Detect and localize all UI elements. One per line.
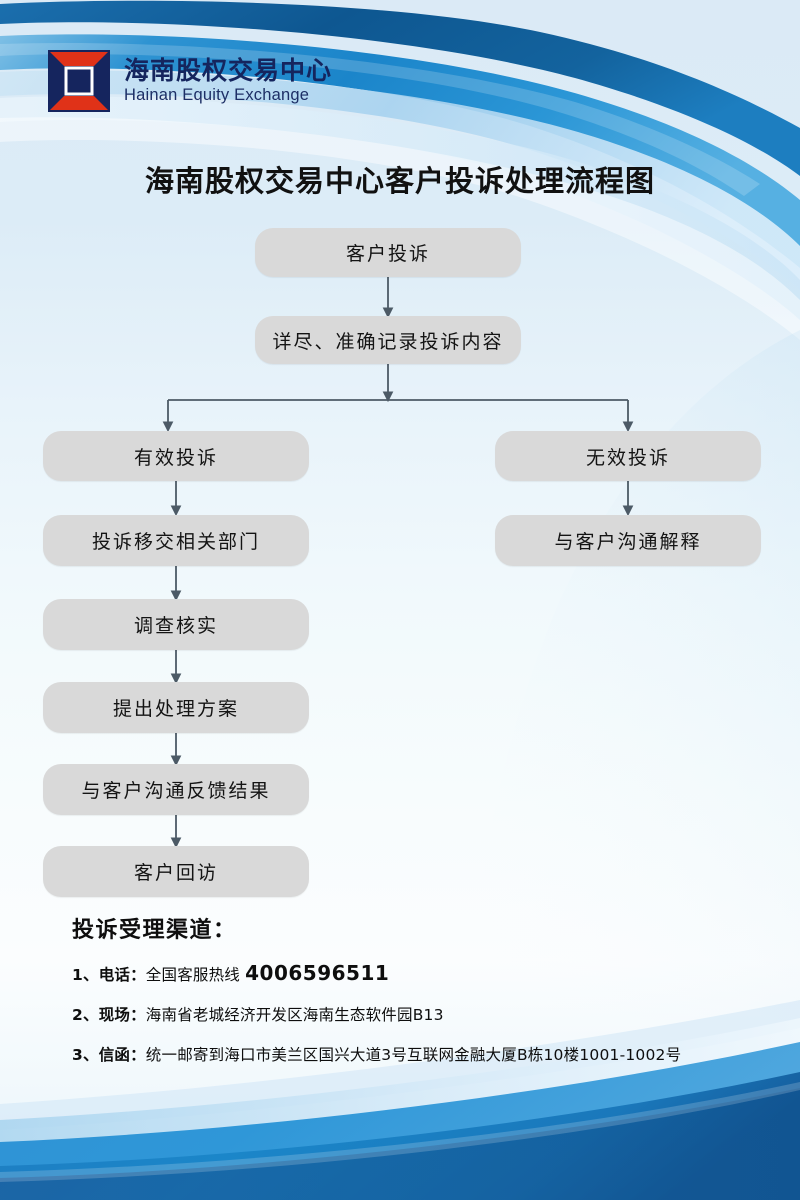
channel-label-2: 现场： (98, 1006, 146, 1024)
brand-logo: 海南股权交易中心 Hainan Equity Exchange (48, 50, 332, 112)
channel-label-3: 信函： (98, 1046, 146, 1064)
channel-item-phone: 1、电话：全国客服热线 4006596511 (72, 961, 681, 985)
flow-node-customer-revisit[interactable]: 客户回访 (43, 846, 309, 897)
brand-name-cn: 海南股权交易中心 (124, 56, 333, 86)
channel-index-3: 3、 (72, 1046, 99, 1064)
channel-item-mail: 3、信函：统一邮寄到海口市美兰区国兴大道3号互联网金融大厦B栋10楼1001-1… (72, 1043, 681, 1065)
channel-index-2: 2、 (72, 1006, 99, 1024)
complaint-channels-heading: 投诉受理渠道： (72, 918, 237, 943)
flow-node-explain-to-customer[interactable]: 与客户沟通解释 (495, 515, 761, 566)
complaint-channels-block: 投诉受理渠道： 1、电话：全国客服热线 4006596511 2、现场：海南省老… (72, 912, 681, 1083)
page-title: 海南股权交易中心客户投诉处理流程图 (144, 164, 655, 198)
flow-node-investigate-verify[interactable]: 调查核实 (43, 599, 309, 650)
channel-index-1: 1、 (72, 966, 99, 984)
channel-label-1: 电话： (98, 966, 146, 984)
flow-node-valid-complaint[interactable]: 有效投诉 (43, 431, 309, 481)
channel-value-3: 统一邮寄到海口市美兰区国兴大道3号互联网金融大厦B栋10楼1001-1002号 (145, 1046, 682, 1064)
flow-node-transfer-department[interactable]: 投诉移交相关部门 (43, 515, 309, 566)
channel-value-1: 全国客服热线 (145, 966, 246, 984)
flow-node-record-complaint[interactable]: 详尽、准确记录投诉内容 (255, 316, 521, 364)
hainan-equity-exchange-logo-icon (48, 50, 110, 112)
flow-node-customer-complaint[interactable]: 客户投诉 (255, 228, 521, 277)
brand-name-en: Hainan Equity Exchange (124, 86, 310, 105)
flow-node-invalid-complaint[interactable]: 无效投诉 (495, 431, 761, 481)
flow-node-feedback-to-customer[interactable]: 与客户沟通反馈结果 (43, 764, 309, 815)
flow-node-propose-solution[interactable]: 提出处理方案 (43, 682, 309, 733)
channel-item-onsite: 2、现场：海南省老城经济开发区海南生态软件园B13 (72, 1003, 681, 1025)
channel-value-2: 海南省老城经济开发区海南生态软件园B13 (145, 1006, 444, 1024)
channel-phone-number: 4006596511 (245, 961, 390, 985)
